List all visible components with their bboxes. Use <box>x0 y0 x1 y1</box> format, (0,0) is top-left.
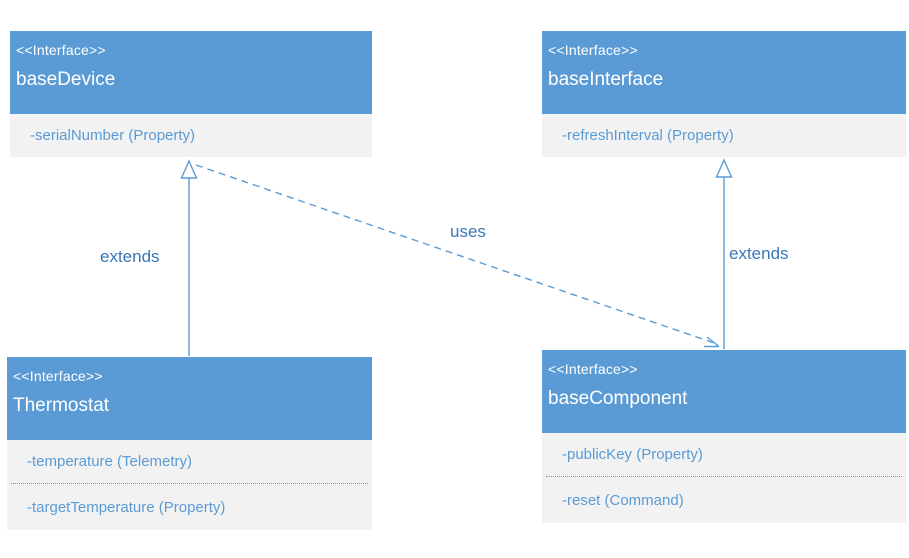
edge-uses-basedevice-basecomponent <box>195 164 720 348</box>
member-row: -refreshInterval (Property) <box>562 127 734 144</box>
member-row: -targetTemperature (Property) <box>27 498 226 516</box>
edge-label-extends-right: extends <box>729 244 789 263</box>
node-title: baseComponent <box>548 388 688 409</box>
interface-node-basedevice: <<Interface>> baseDevice -serialNumber (… <box>10 31 372 157</box>
member-row: -temperature (Telemetry) <box>27 453 193 470</box>
node-header: <<Interface>> baseInterface <box>542 31 906 114</box>
node-body: -publicKey (Property) -reset (Command) <box>542 433 906 523</box>
node-header: <<Interface>> baseDevice <box>10 31 372 114</box>
hollow-triangle-arrowhead-icon <box>180 159 198 179</box>
node-body: -temperature (Telemetry) -targetTemperat… <box>7 440 372 530</box>
node-title: baseInterface <box>548 69 664 90</box>
stereotype-label: <<Interface>> <box>13 368 103 384</box>
node-header: <<Interface>> Thermostat <box>7 357 372 440</box>
node-body: -refreshInterval (Property) <box>542 114 906 157</box>
open-arrowhead-icon <box>704 336 720 348</box>
node-title: Thermostat <box>13 395 110 416</box>
member-divider <box>11 483 368 484</box>
member-row: -reset (Command) <box>562 491 684 509</box>
hollow-triangle-arrowhead-icon <box>715 158 733 178</box>
member-row: -publicKey (Property) <box>562 446 703 463</box>
node-body: -serialNumber (Property) <box>10 114 372 157</box>
node-header: <<Interface>> baseComponent <box>542 350 906 433</box>
member-divider <box>546 476 902 477</box>
edge-label-uses: uses <box>450 222 486 241</box>
edge-label-extends-left: extends <box>100 247 160 266</box>
stereotype-label: <<Interface>> <box>548 42 638 58</box>
stereotype-label: <<Interface>> <box>16 42 106 58</box>
interface-node-baseinterface: <<Interface>> baseInterface -refreshInte… <box>542 31 906 157</box>
edge-extends-thermostat-basedevice <box>180 159 198 356</box>
stereotype-label: <<Interface>> <box>548 361 638 377</box>
interface-node-thermostat: <<Interface>> Thermostat -temperature (T… <box>7 357 372 530</box>
node-title: baseDevice <box>16 69 116 90</box>
interface-node-basecomponent: <<Interface>> baseComponent -publicKey (… <box>542 350 906 523</box>
member-row: -serialNumber (Property) <box>30 127 196 144</box>
